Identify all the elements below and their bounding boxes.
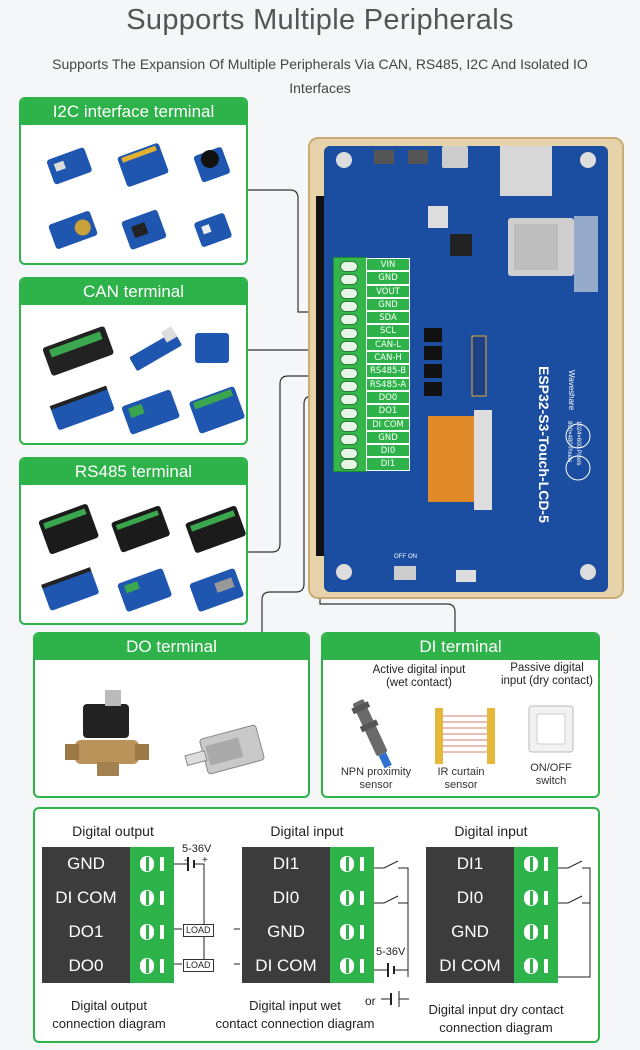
esp32-board: ESP32-S3-Touch-LCD-5 Waveshare 800×480 P… xyxy=(324,146,608,592)
pin-label: DO0 xyxy=(366,390,410,405)
output-row-label: DI COM xyxy=(42,881,130,915)
output-voltage: 5-36V xyxy=(182,843,212,855)
output-caption: Digital output connection diagram xyxy=(52,998,166,1031)
load-2: LOAD xyxy=(183,959,214,972)
pin-label: RS485-B xyxy=(366,364,410,378)
can-card: CAN terminal xyxy=(19,277,248,445)
wet-voltage: 5-36V xyxy=(376,946,406,958)
di-sensors-image xyxy=(351,699,574,769)
pin-label: VOUT xyxy=(366,284,410,298)
can-card-title: CAN terminal xyxy=(21,279,246,305)
i2c-modules-image xyxy=(46,143,232,250)
sensor-npn-label: NPN proximity sensor xyxy=(340,766,412,791)
dry-diagram-title: Digital input xyxy=(454,823,528,839)
di-card-title: DI terminal xyxy=(323,634,598,660)
pin-label: RS485-A xyxy=(366,377,410,391)
output-row-label: GND xyxy=(42,847,130,881)
switch-off-label: OFF xyxy=(394,554,406,560)
board-brand-label: Waveshare xyxy=(567,370,576,411)
output-row-label: DO0 xyxy=(42,949,130,983)
pin-label: GND xyxy=(366,297,410,312)
pin-label: CAN-L xyxy=(366,337,410,352)
dry-row-label: DI0 xyxy=(426,881,514,915)
board-res-1: 800×480 Pixels xyxy=(566,421,572,463)
switch-on-label: ON xyxy=(408,554,417,560)
rs485-card: RS485 terminal xyxy=(19,457,248,625)
rs485-card-title: RS485 terminal xyxy=(21,459,246,485)
pin-label: DO1 xyxy=(366,404,410,418)
wet-row-label: DI COM xyxy=(242,949,330,983)
diagram-card: Digital output GND DI COM DO1 DO0 5-36V … xyxy=(33,807,600,1043)
pin-label: DI1 xyxy=(366,457,410,471)
output-row-label: DO1 xyxy=(42,915,130,949)
sensor-ir-label: IR curtain sensor xyxy=(437,766,485,791)
pin-label: GND xyxy=(366,271,410,285)
di-active-title: Active digital input (wet contact) xyxy=(372,664,466,689)
di-card: DI terminal Active digital input (wet co… xyxy=(321,632,600,798)
sensor-switch-label: ON/OFF switch xyxy=(530,762,572,787)
pin-label: CAN-H xyxy=(366,351,410,365)
do-devices-image xyxy=(65,690,265,776)
pin-label: DI0 xyxy=(366,444,410,458)
di-passive-title: Passive digital input (dry contact) xyxy=(500,662,594,687)
pin-labels: VIN GND VOUT GND SDA SCL CAN-L CAN-H RS4… xyxy=(366,258,410,471)
dry-row-label: DI COM xyxy=(426,949,514,983)
pin-label: GND xyxy=(366,430,410,445)
wet-row-label: GND xyxy=(242,915,330,949)
dry-terminal: DI1 DI0 GND DI COM xyxy=(426,847,558,983)
page-title: Supports Multiple Peripherals xyxy=(126,4,514,36)
output-plus: + xyxy=(202,855,208,866)
pin-label: SCL xyxy=(366,324,410,338)
wet-caption: Digital input wet contact connection dia… xyxy=(215,998,375,1031)
do-card-title: DO terminal xyxy=(35,634,308,660)
wet-row-label: DI1 xyxy=(242,847,330,881)
output-diagram-title: Digital output xyxy=(72,823,154,839)
pin-label: VIN xyxy=(366,258,410,272)
dry-row-label: DI1 xyxy=(426,847,514,881)
pin-label: SDA xyxy=(366,311,410,325)
i2c-card: I2C interface terminal xyxy=(19,97,248,265)
board-res-2: 1024×600 Pixels xyxy=(575,421,581,466)
board-components xyxy=(336,146,598,582)
board-product-label: ESP32-S3-Touch-LCD-5 xyxy=(536,366,552,523)
dry-row-label: GND xyxy=(426,915,514,949)
output-terminal: GND DI COM DO1 DO0 xyxy=(42,847,174,983)
load-1: LOAD xyxy=(183,924,214,937)
i2c-card-title: I2C interface terminal xyxy=(21,99,246,125)
wet-wiring xyxy=(374,860,409,977)
wet-battery-icon xyxy=(381,991,409,1007)
rs485-modules-image xyxy=(38,504,246,612)
pin-label: DI COM xyxy=(366,417,410,431)
wet-or: or xyxy=(365,994,376,1008)
dry-wiring xyxy=(558,860,591,978)
output-minus: - xyxy=(184,855,188,866)
wet-terminal: DI1 DI0 GND DI COM xyxy=(242,847,374,983)
wet-diagram-title: Digital input xyxy=(270,823,344,839)
wet-row-label: DI0 xyxy=(242,881,330,915)
page-subtitle: Supports The Expansion Of Multiple Perip… xyxy=(52,56,588,96)
do-card: DO terminal xyxy=(33,632,310,798)
can-module-3 xyxy=(195,333,229,363)
terminal-block xyxy=(333,257,367,472)
dry-caption: Digital input dry contact connection dia… xyxy=(428,1002,564,1035)
can-modules-image xyxy=(42,326,245,435)
